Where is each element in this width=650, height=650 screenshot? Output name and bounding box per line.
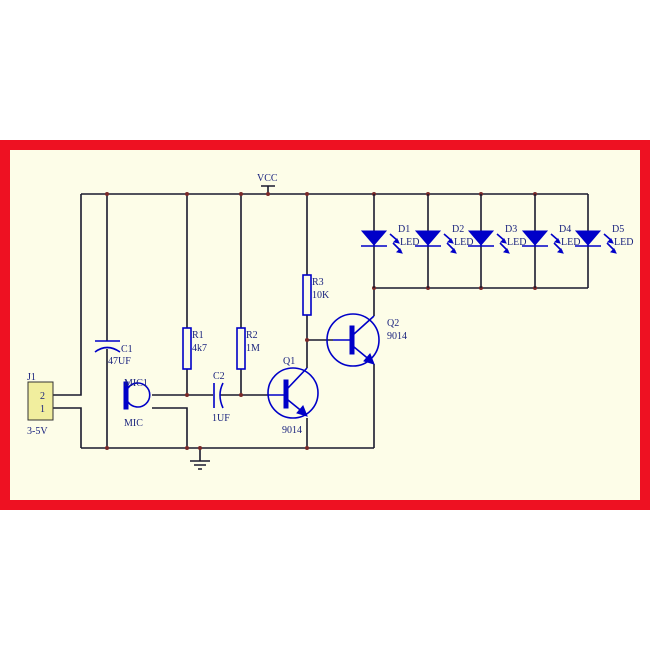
r2-value: 1M [246,343,260,354]
resistor-r2: R2 1M [236,327,260,370]
q2-label: Q2 [387,318,399,329]
r1-value: 4k7 [192,343,207,354]
diode-icon [414,230,442,246]
connector-j1: J1 2 1 3-5V [27,372,54,437]
q2-value: 9014 [387,331,407,342]
diode-icon [360,230,388,246]
wires [53,185,588,470]
led-ref-label: D5 [612,224,624,235]
r3-value: 10K [312,290,330,301]
q1-label: Q1 [283,356,295,367]
led-ref-label: D3 [505,224,517,235]
j1-pin1: 1 [40,404,45,415]
j1-label: J1 [27,372,36,383]
led-value-label: LED [454,237,473,248]
diode-icon [521,230,549,246]
mic-value: MIC [124,418,143,429]
led-ref-label: D4 [559,224,571,235]
capacitor-c1: C1 47UF [94,340,133,367]
capacitor-c2: C2 1UF [212,371,230,424]
diode-icon [467,230,495,246]
led-value-label: LED [400,237,419,248]
led-ref-label: D2 [452,224,464,235]
c2-value: 1UF [212,413,230,424]
r1-label: R1 [192,330,204,341]
j1-value: 3-5V [27,426,48,437]
resistor-r3: R3 10K [302,274,330,316]
vcc-label: VCC [257,173,278,184]
r3-label: R3 [312,277,324,288]
microphone-mic1: MIC1 MIC [123,378,151,429]
transistor-q2: Q2 9014 [326,313,407,367]
r2-label: R2 [246,330,258,341]
led-value-label: LED [507,237,526,248]
c2-label: C2 [213,371,225,382]
led-ref-label: D1 [398,224,410,235]
resistor-r1: R1 4k7 [182,327,207,370]
led-value-label: LED [614,237,633,248]
j1-pin2: 2 [40,391,45,402]
c1-value: 47UF [108,356,131,367]
diode-icon [574,230,602,246]
transistor-q1: Q1 9014 [267,356,319,436]
mic1-label: MIC1 [124,378,148,389]
q1-value: 9014 [282,425,302,436]
c1-label: C1 [121,344,133,355]
led-value-label: LED [561,237,580,248]
